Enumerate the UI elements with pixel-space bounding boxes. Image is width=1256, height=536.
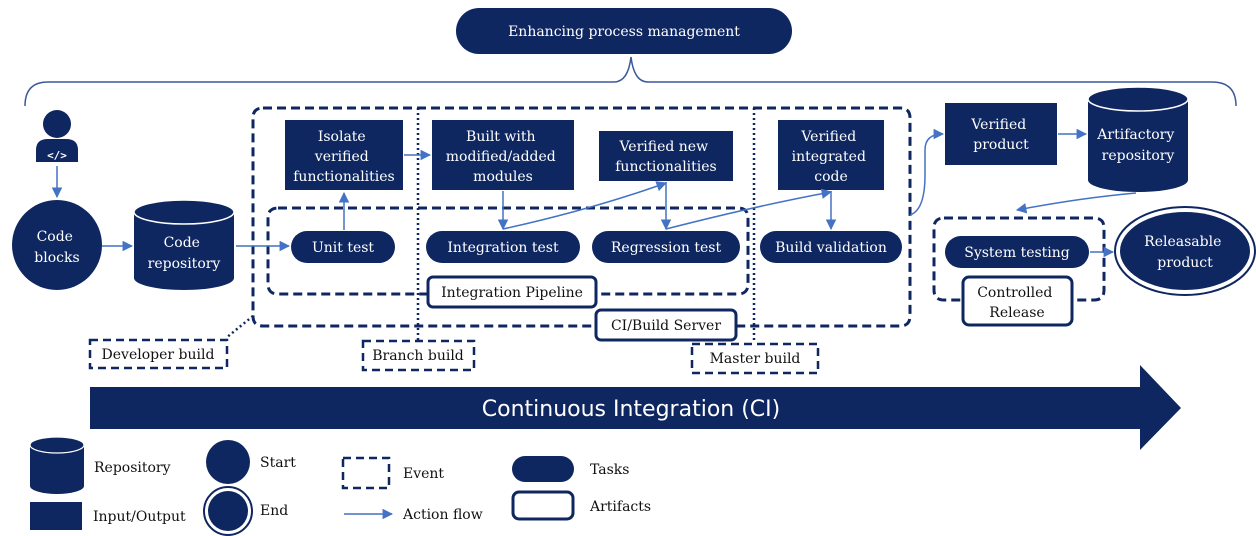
verified-integrated-node: Verified integrated code — [778, 120, 884, 190]
verified-new-line-2: functionalities — [615, 159, 716, 175]
artifactory-line-2: repository — [1102, 148, 1175, 164]
legend-repository: Repository — [29, 436, 171, 494]
legend-artifacts: Artifacts — [511, 490, 651, 521]
isolate-line-1: Isolate — [318, 129, 366, 145]
verified-product-node: Verified product — [945, 103, 1057, 165]
isolate-line-3: functionalities — [293, 169, 394, 185]
integration-test-label: Integration test — [447, 240, 559, 256]
ci-arrow: Continuous Integration (CI) — [90, 365, 1181, 450]
separator-developer — [225, 315, 254, 339]
flow-artifactory-to-system — [1015, 192, 1137, 214]
artifactory-node: Artifactory repository — [1087, 86, 1189, 192]
regression-test-task: Regression test — [592, 231, 740, 263]
action-flows — [51, 128, 1137, 258]
ci-build-server-container — [251, 106, 912, 328]
svg-text:Isolate verified f: Isolate verified functionalities — [293, 129, 394, 185]
controlled-release-container — [932, 216, 1106, 302]
svg-text:Code blocks: Code blocks — [34, 229, 79, 266]
master-build-label: Master build — [710, 351, 801, 367]
releasable-line-2: product — [1157, 255, 1213, 271]
system-testing-label: System testing — [964, 245, 1070, 261]
legend-action-flow-label: Action flow — [402, 507, 483, 523]
svg-text:Verified integrated: Verified integrated code — [792, 129, 871, 185]
svg-text:Code repository: Code repository — [148, 235, 221, 272]
verified-integrated-line-2: integrated — [792, 149, 866, 165]
legend-artifacts-label: Artifacts — [589, 499, 651, 515]
code-repository-line-1: Code — [164, 235, 200, 251]
flow-integration-to-verified — [502, 181, 667, 230]
legend-input-output: Input/Output — [30, 502, 186, 530]
svg-text:Controlled Release: Controlled Release — [977, 285, 1057, 321]
unit-test-label: Unit test — [312, 240, 374, 256]
built-with-line-1: Built with — [466, 129, 535, 145]
master-build-event: Master build — [690, 342, 820, 375]
svg-text:Verified product: Verified product — [970, 117, 1030, 153]
legend-action-flow: Action flow — [344, 507, 483, 523]
header-title: Enhancing process management — [508, 24, 740, 40]
flow-regression-to-integrated — [665, 188, 833, 230]
scope-brace — [24, 56, 1237, 107]
legend-end: End — [203, 486, 288, 536]
legend-start-label: Start — [260, 455, 296, 471]
verified-product-line-1: Verified — [970, 117, 1026, 133]
ci-arrow-label: Continuous Integration (CI) — [482, 397, 780, 422]
code-blocks-node: Code blocks — [12, 200, 102, 290]
legend-event: Event — [341, 456, 444, 490]
ci-build-server-label: CI/Build Server — [611, 318, 721, 334]
verified-new-line-1: Verified new — [618, 139, 708, 155]
svg-text:Verified new functionali: Verified new functionalities — [615, 139, 716, 175]
developer-build-label: Developer build — [102, 347, 215, 363]
legend-input-output-label: Input/Output — [93, 509, 186, 525]
integration-test-task: Integration test — [426, 231, 580, 263]
svg-text:</>: </> — [47, 149, 67, 162]
integration-pipeline-container — [266, 206, 750, 296]
artifactory-line-1: Artifactory — [1096, 127, 1174, 143]
legend-end-label: End — [260, 503, 288, 519]
build-validation-label: Build validation — [775, 240, 887, 256]
legend-start: Start — [206, 440, 296, 484]
built-with-line-2: modified/added — [446, 149, 556, 165]
legend-repository-label: Repository — [94, 460, 171, 476]
built-with-line-3: modules — [473, 169, 533, 185]
integration-pipeline-artifact: Integration Pipeline — [426, 275, 598, 309]
header-pill: Enhancing process management — [456, 8, 792, 54]
isolate-node: Isolate verified functionalities — [285, 120, 403, 190]
svg-text:Artifactory repository: Artifactory repository — [1096, 127, 1178, 164]
controlled-release-line-1: Controlled — [977, 285, 1052, 301]
svg-text:Built with modified/adde: Built with modified/added modules — [446, 129, 560, 185]
verified-integrated-line-1: Verified — [800, 129, 856, 145]
legend-tasks: Tasks — [512, 456, 629, 482]
developer-icon: </> — [36, 110, 78, 162]
isolate-line-2: verified — [314, 149, 369, 165]
code-blocks-line-1: Code — [37, 229, 73, 245]
verified-product-line-2: product — [973, 137, 1029, 153]
code-repository-node: Code repository — [133, 199, 235, 290]
legend: Repository Input/Output Start End Event … — [29, 436, 651, 536]
verified-new-node: Verified new functionalities — [599, 131, 733, 181]
branch-build-label: Branch build — [372, 348, 464, 364]
ci-build-server-artifact: CI/Build Server — [594, 308, 738, 342]
legend-tasks-label: Tasks — [590, 462, 629, 478]
releasable-product-node: Releasable product — [1114, 206, 1256, 296]
code-blocks-line-2: blocks — [34, 250, 79, 266]
developer-build-event: Developer build — [88, 338, 229, 370]
legend-event-label: Event — [403, 466, 444, 482]
regression-test-label: Regression test — [611, 240, 722, 256]
controlled-release-line-2: Release — [989, 305, 1044, 321]
controlled-release-artifact: Controlled Release — [961, 275, 1074, 327]
built-with-node: Built with modified/added modules — [432, 120, 574, 190]
unit-test-task: Unit test — [291, 231, 395, 263]
integration-pipeline-label: Integration Pipeline — [441, 285, 583, 301]
releasable-line-1: Releasable — [1144, 234, 1221, 250]
code-repository-line-2: repository — [148, 256, 221, 272]
verified-integrated-line-3: code — [814, 169, 848, 185]
svg-text:Releasable product: Releasable product — [1144, 234, 1226, 271]
branch-build-event: Branch build — [361, 339, 476, 372]
flow-server-to-product — [909, 128, 945, 216]
system-testing-task: System testing — [945, 236, 1089, 268]
build-validation-task: Build validation — [760, 231, 902, 263]
